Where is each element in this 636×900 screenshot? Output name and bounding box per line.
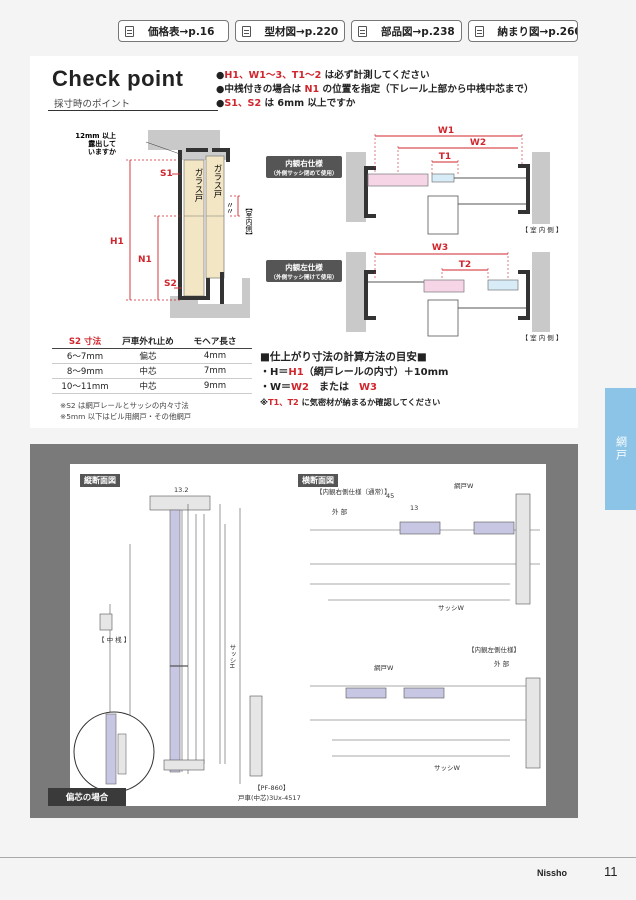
top-navigation: 価格表→p.16 型材図→p.220 部品図→p.238 納まり図→p.260 — [118, 20, 578, 42]
document-icon — [241, 25, 251, 37]
side-tab-screen-door[interactable]: 網戸 — [605, 388, 636, 510]
inner-right-sublabel: （外側サッシ閉めて使用） — [270, 169, 337, 177]
brand-logo: Nissho — [537, 868, 568, 878]
bullet-3: ●S1、S2 は 6mm 以上ですか — [216, 98, 356, 109]
h1-label: H1 — [110, 237, 124, 247]
calc-w-line: ・W＝W2 または W3 — [260, 382, 378, 393]
sash-w-bottom: サッシW — [434, 764, 461, 772]
inner-right-label: 内観右仕様 — [285, 158, 323, 168]
bullet-1: ●H1、W1〜3、T1〜2 は必ず計測してください — [216, 70, 430, 81]
h-top-label: 【内観右側仕様（通常）】 — [316, 487, 391, 496]
s2-table-header: S2 寸法 戸車外れ止め モヘア長さ — [52, 334, 252, 349]
dim-13-2: 13.2 — [174, 486, 188, 494]
nav-price-list-button[interactable]: 価格表→p.16 — [118, 20, 229, 42]
section-drawings: 【内観右側仕様（通常）】 【内観左側仕様】 外 部 外 部 【 中 桟 】 サッ… — [73, 481, 541, 802]
left-vertical-diagram — [126, 130, 250, 318]
glass-door-label-2: ガラス戸 — [212, 164, 222, 199]
w2-label: W2 — [470, 138, 486, 148]
vertical-section-tag: 縦断面図 — [80, 474, 120, 487]
note-line-3: いますか — [88, 147, 116, 156]
note-line-2: 露出して — [88, 139, 116, 148]
bullet-2: ●中桟付きの場合は N1 の位置を指定（下レール上部から中桟中芯まで） — [216, 84, 534, 95]
s1-label: S1 — [160, 169, 173, 179]
document-icon — [358, 25, 367, 37]
eccentric-case-tag: 偏芯の場合 — [48, 788, 126, 806]
glass-door-label-1: ガラス戸 — [193, 168, 203, 203]
drawing-sheet: 【内観右側仕様（通常）】 【内観左側仕様】 外 部 外 部 【 中 桟 】 サッ… — [70, 464, 546, 806]
amido-w-top: 網戸W — [454, 481, 474, 490]
w1-label: W1 — [438, 126, 454, 136]
inner-left-sublabel: （外側サッシ開けて使用） — [270, 273, 337, 281]
n1-label: N1 — [138, 255, 152, 265]
room-side-label: 【室内側】 — [245, 204, 253, 239]
note-line-1: 12mm 以上 — [75, 131, 116, 140]
nav-parts-drawing-button[interactable]: 部品図→p.238 — [351, 20, 462, 42]
t2-label: T2 — [459, 260, 471, 270]
w3-label: W3 — [432, 243, 448, 253]
outside-label-bottom: 外 部 — [494, 659, 510, 668]
pf-label: 【PF-860】 — [254, 784, 289, 792]
naka-label: 【 中 桟 】 — [98, 635, 130, 644]
check-point-subtitle: 採寸時のポイント — [54, 99, 131, 110]
sash-w-top: サッシW — [438, 604, 465, 612]
document-icon — [474, 25, 484, 37]
calc-h-line: ・H＝H1（網戸レールの内寸）＋10mm — [260, 367, 449, 378]
document-icon — [125, 25, 134, 37]
title-underline — [48, 110, 218, 111]
dim-13: 13 — [410, 504, 418, 512]
mark-2: 〃 — [226, 207, 234, 216]
vertical-section-drawing — [99, 495, 263, 784]
horizontal-section-top — [310, 493, 540, 605]
nav-profile-drawing-button[interactable]: 型材図→p.220 — [234, 20, 345, 42]
calculation-guide: ■仕上がり寸法の計算方法の目安■ ・H＝H1（網戸レールの内寸）＋10mm ・W… — [260, 350, 448, 410]
room-side-bottom: 【 室 内 側 】 — [522, 333, 563, 342]
right-top-diagram — [266, 134, 550, 235]
check-point-bullets: ●H1、W1〜3、T1〜2 は必ず計測してください ●中桟付きの場合は N1 の… — [216, 69, 534, 111]
calc-heading: ■仕上がり寸法の計算方法の目安■ — [260, 351, 427, 363]
nav-fitting-drawing-button[interactable]: 納まり図→p.260 — [467, 20, 578, 42]
horizontal-section-bottom — [310, 677, 541, 769]
dim-45: 45 — [386, 492, 394, 500]
calc-note: ※T1、T2 に気密材が納まるか確認してください — [260, 397, 441, 407]
horizontal-section-tag: 横断面図 — [298, 474, 338, 487]
check-point-title: Check point — [52, 66, 184, 91]
t1-label: T1 — [439, 152, 451, 162]
inner-left-label: 内観左仕様 — [285, 262, 323, 272]
page-number: 11 — [604, 864, 618, 879]
technical-drawings-panel: 【内観右側仕様（通常）】 【内観左側仕様】 外 部 外 部 【 中 桟 】 サッ… — [30, 444, 578, 818]
room-side-top: 【 室 内 側 】 — [522, 225, 563, 234]
outside-label-top: 外 部 — [332, 507, 348, 516]
check-point-diagrams: 12mm 以上 露出して いますか S1 S2 H1 N1 ガラス戸 ガラス戸 … — [75, 126, 563, 342]
wheel-label: 戸車(中芯)3Ux-4517 — [238, 793, 301, 802]
footer-divider — [0, 857, 636, 858]
s2-label: S2 — [164, 279, 177, 289]
amido-w-bottom: 網戸W — [374, 663, 394, 672]
h-bottom-label: 【内観左側仕様】 — [468, 645, 520, 654]
right-bottom-diagram — [266, 252, 550, 337]
check-point-card: Check point 採寸時のポイント ●H1、W1〜3、T1〜2 は必ず計測… — [30, 56, 578, 428]
s2-notes: ※S2 は網戸レールとサッシの内々寸法 ※5mm 以下はビル用網戸・その他網戸 — [60, 401, 192, 421]
sash-h-label: サッシH — [228, 644, 236, 669]
mark-1: 〃 — [226, 201, 234, 210]
